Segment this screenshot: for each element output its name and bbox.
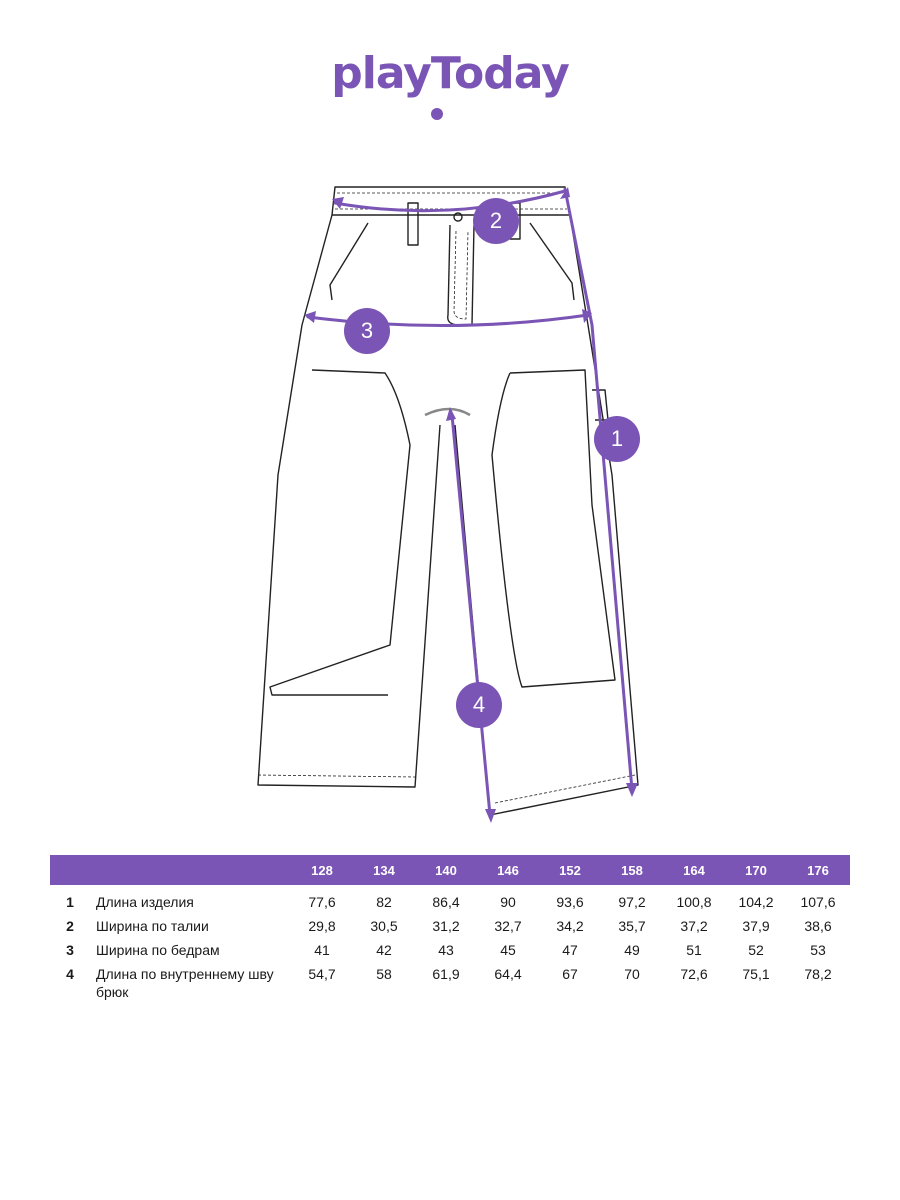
measure-badge-2: 2 (473, 198, 519, 244)
measure-line-inseam (450, 413, 492, 817)
measure-badge-3: 3 (344, 308, 390, 354)
pants-hem-right (494, 774, 636, 804)
size-header: 158 (621, 862, 643, 878)
size-header: 170 (745, 862, 767, 878)
size-table: 128 134 140 146 152 158 164 170 176 1 Дл… (50, 855, 850, 1001)
row-number: 3 (66, 942, 74, 958)
row-number: 2 (66, 918, 74, 934)
table-cell: 78,2 (804, 966, 832, 982)
table-cell: 77,6 (308, 894, 336, 910)
table-cell: 37,9 (742, 918, 770, 934)
arrow-head (582, 309, 592, 323)
arrow-head (332, 197, 344, 209)
table-cell: 82 (376, 894, 392, 910)
table-cell: 54,7 (308, 966, 336, 982)
row-name: Длина по внутреннему шву брюк (96, 966, 274, 1000)
table-cell: 37,2 (680, 918, 708, 934)
table-cell: 64,4 (494, 966, 522, 982)
table-cell: 38,6 (804, 918, 832, 934)
table-cell: 29,8 (308, 918, 336, 934)
table-cell: 61,9 (432, 966, 460, 982)
size-header: 134 (373, 862, 395, 878)
row-name: Длина изделия (96, 894, 194, 910)
table-cell: 53 (810, 942, 826, 958)
table-cell: 72,6 (680, 966, 708, 982)
measure-line-hip (306, 313, 590, 328)
knee-patch-left (269, 369, 411, 696)
fly-stitch (453, 230, 469, 320)
brand-logo: playToday (0, 52, 900, 96)
table-row: 4 Длина по внутреннему шву брюк 54,7 58 … (50, 965, 850, 1001)
table-cell: 32,7 (494, 918, 522, 934)
table-cell: 75,1 (742, 966, 770, 982)
row-name: Ширина по талии (96, 918, 209, 934)
table-cell: 107,6 (800, 894, 836, 910)
size-header: 176 (807, 862, 829, 878)
pants-outline-left (257, 214, 441, 788)
row-number: 1 (66, 894, 74, 910)
crotch-curve (424, 407, 471, 417)
measure-line-length (563, 187, 634, 792)
table-cell: 31,2 (432, 918, 460, 934)
measure-line-waist (333, 189, 567, 213)
table-cell: 47 (562, 942, 578, 958)
pocket-left (329, 222, 369, 301)
table-cell: 49 (624, 942, 640, 958)
table-cell: 70 (624, 966, 640, 982)
measure-badge-4: 4 (456, 682, 502, 728)
table-cell: 67 (562, 966, 578, 982)
table-cell: 58 (376, 966, 392, 982)
size-header: 164 (683, 862, 705, 878)
arrow-head (446, 407, 456, 421)
logo-text: playToday (331, 48, 570, 99)
table-cell: 30,5 (370, 918, 398, 934)
button (453, 212, 463, 222)
arrow-head (626, 783, 638, 797)
table-row: 3 Ширина по бедрам 41 42 43 45 47 49 51 … (50, 941, 850, 959)
arrow-head (560, 187, 570, 199)
logo-dot-icon (431, 108, 443, 120)
table-cell: 34,2 (556, 918, 584, 934)
table-cell: 97,2 (618, 894, 646, 910)
measure-badge-1: 1 (594, 416, 640, 462)
arrow-head (304, 311, 316, 323)
pocket-right (529, 222, 575, 301)
table-header: 128 134 140 146 152 158 164 170 176 (50, 855, 850, 885)
table-cell: 86,4 (432, 894, 460, 910)
knee-patch-right (491, 369, 616, 688)
row-name: Ширина по бедрам (96, 942, 220, 958)
table-row: 2 Ширина по талии 29,8 30,5 31,2 32,7 34… (50, 917, 850, 935)
table-cell: 104,2 (738, 894, 774, 910)
table-cell: 52 (748, 942, 764, 958)
fly-seam (447, 224, 475, 326)
pants-technical-drawing (257, 186, 639, 823)
size-header: 152 (559, 862, 581, 878)
table-cell: 41 (314, 942, 330, 958)
table-cell: 51 (686, 942, 702, 958)
pants-hem-left (257, 774, 416, 778)
size-header: 140 (435, 862, 457, 878)
table-row: 1 Длина изделия 77,6 82 86,4 90 93,6 97,… (50, 893, 850, 911)
arrow-head (485, 809, 496, 823)
table-cell: 45 (500, 942, 516, 958)
size-header: 128 (311, 862, 333, 878)
table-cell: 35,7 (618, 918, 646, 934)
belt-loop-left (407, 202, 419, 246)
table-cell: 43 (438, 942, 454, 958)
table-cell: 90 (500, 894, 516, 910)
table-cell: 100,8 (676, 894, 712, 910)
table-cell: 93,6 (556, 894, 584, 910)
table-cell: 42 (376, 942, 392, 958)
row-number: 4 (66, 966, 74, 982)
size-header: 146 (497, 862, 519, 878)
